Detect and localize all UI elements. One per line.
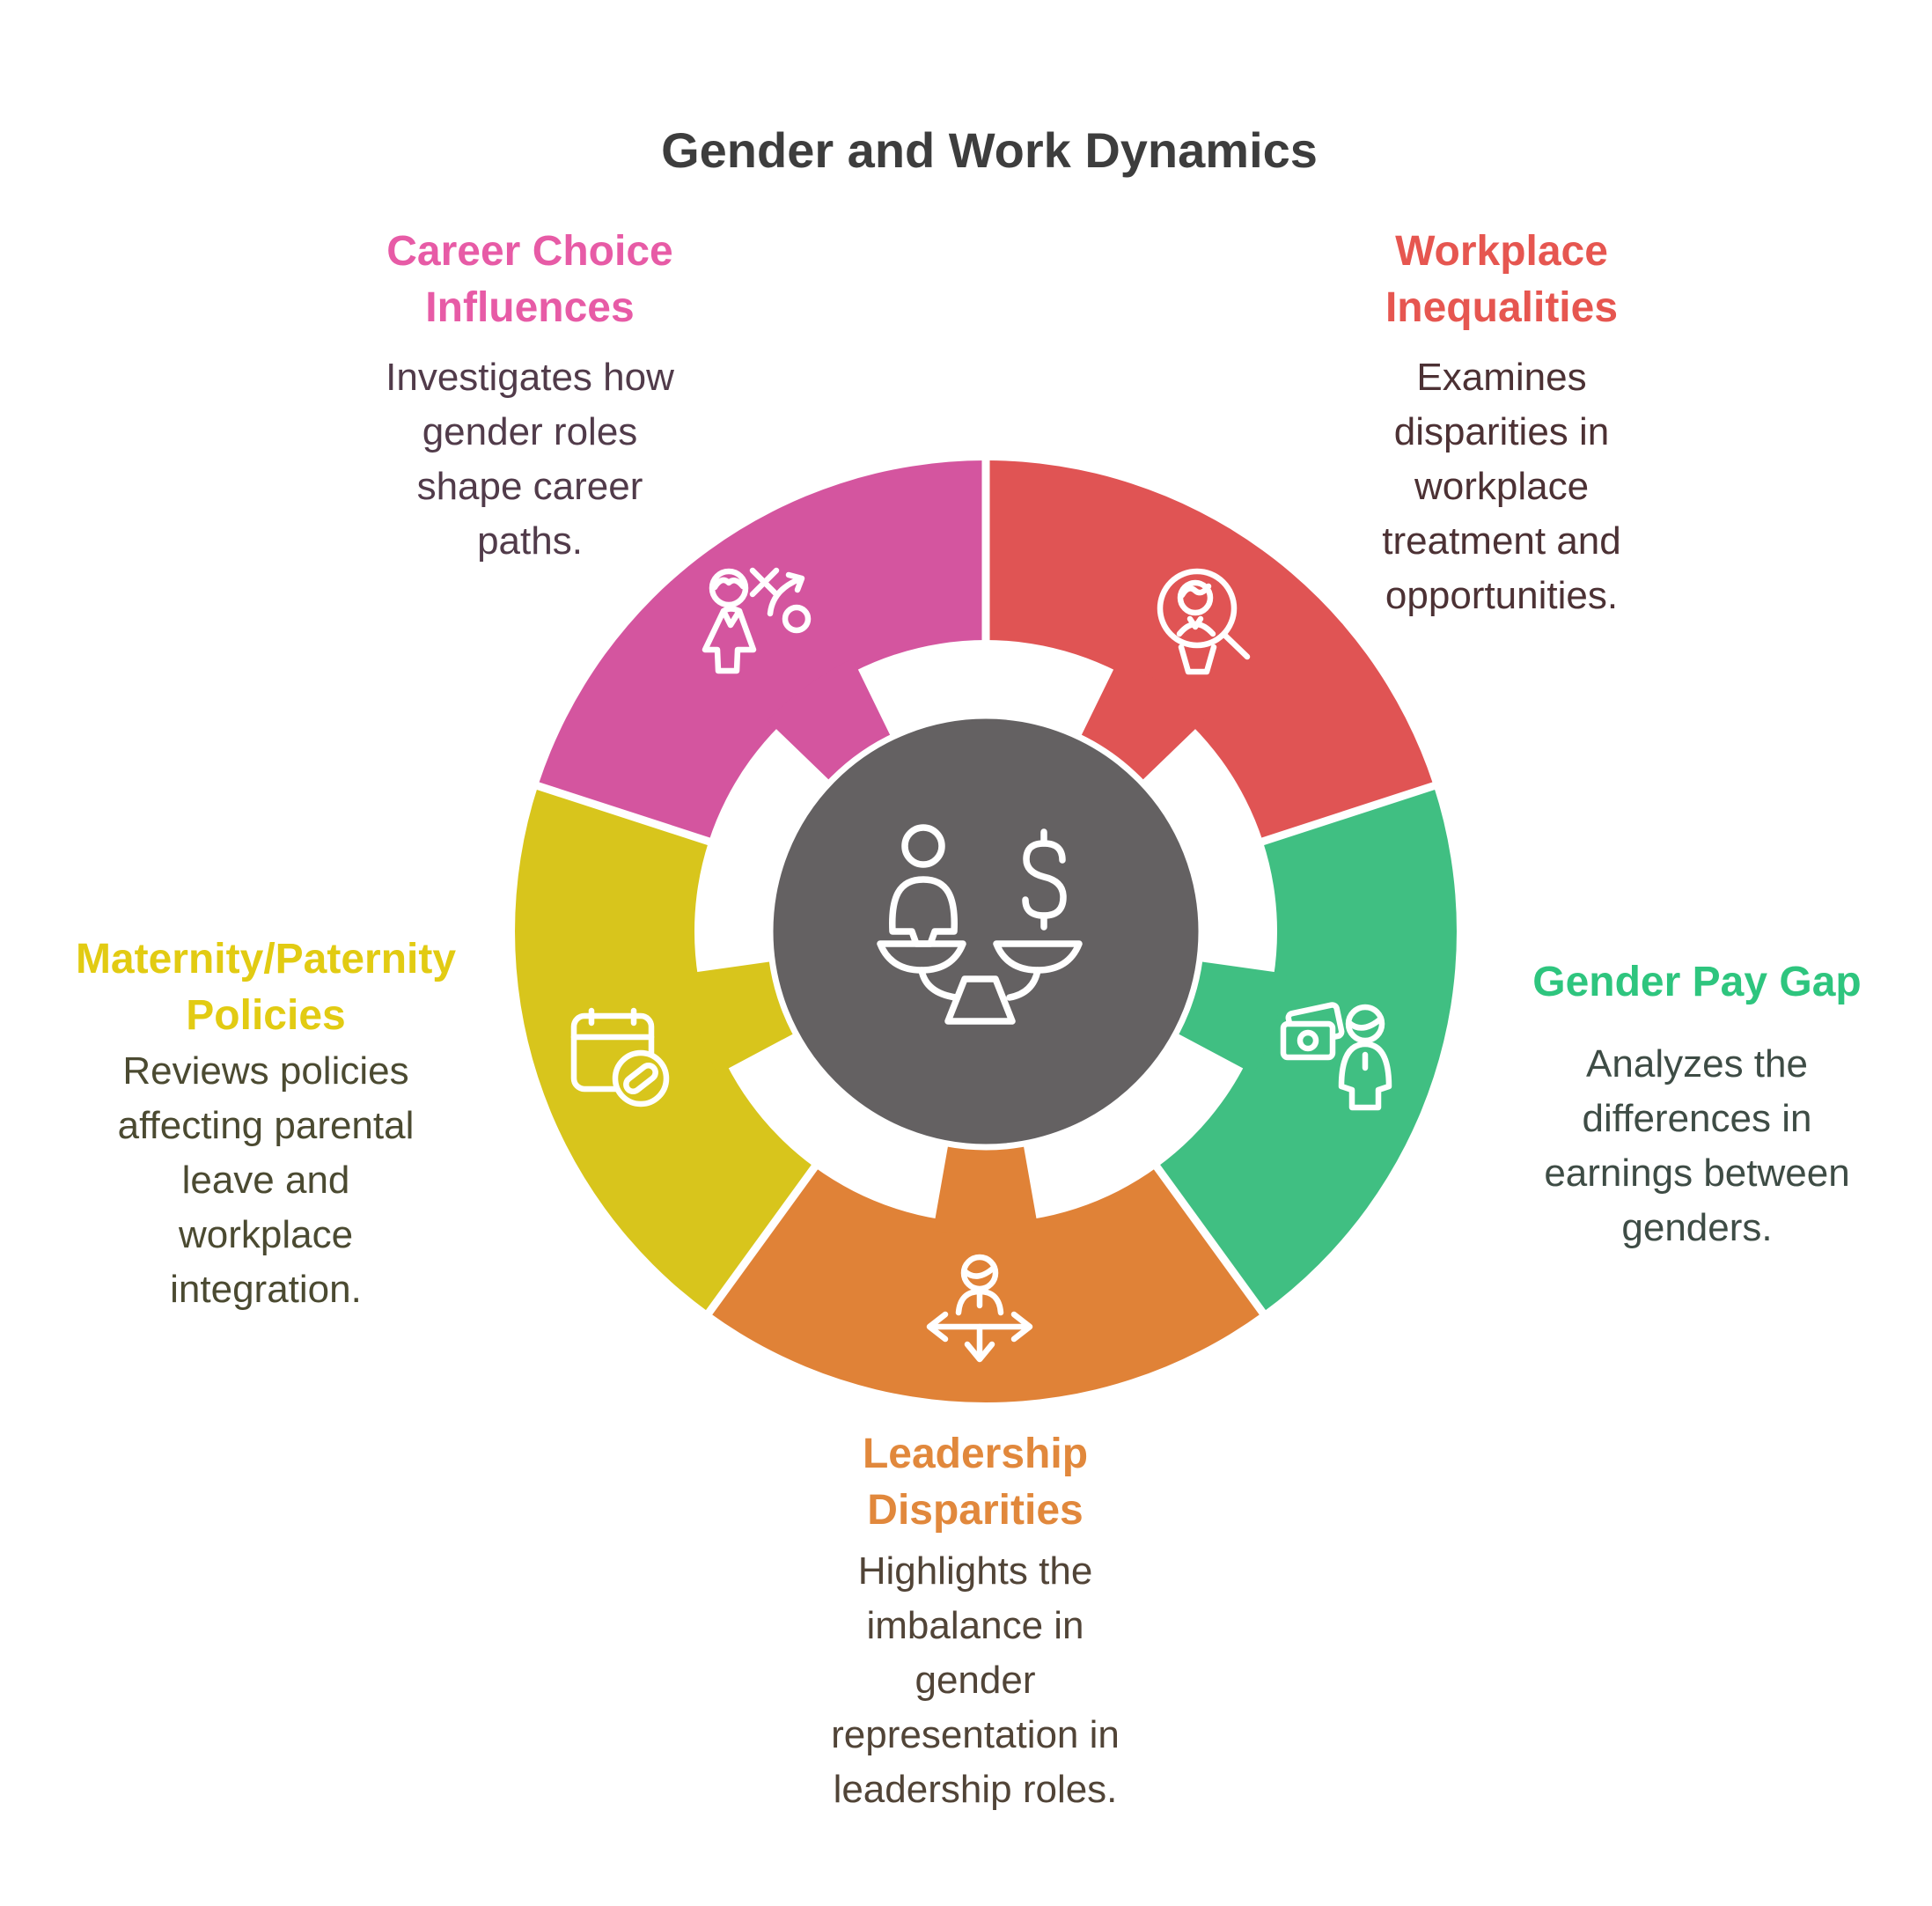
gender-pay-gap-block: Gender Pay Gap Analyzes the differences … xyxy=(1503,954,1891,1255)
calendar-attachment-icon xyxy=(570,1007,670,1108)
spoke-leadership-disparities xyxy=(933,1130,1039,1236)
career-choice-description: Investigates how gender roles shape care… xyxy=(386,356,674,563)
gender-pay-gap-heading: Gender Pay Gap xyxy=(1532,959,1862,1005)
leadership-disparities-block: Leadership Disparities Highlights the im… xyxy=(790,1426,1160,1817)
balance-scale-person-vs-money-icon xyxy=(877,824,1083,1025)
workplace-inequalities-block: Workplace Inequalities Examines disparit… xyxy=(1334,224,1669,623)
career-choice-block: Career Choice Influences Investigates ho… xyxy=(345,224,715,569)
segment-maternity-policies xyxy=(515,785,815,1313)
person-direction-arrows-icon xyxy=(926,1254,1033,1363)
woman-strategy-path-icon xyxy=(702,567,812,674)
career-choice-heading: Career Choice Influences xyxy=(386,228,673,331)
leadership-disparities-description: Highlights the imbalance in gender repre… xyxy=(831,1549,1120,1811)
maternity-paternity-block: Maternity/Paternity Policies Reviews pol… xyxy=(37,931,495,1317)
maternity-paternity-description: Reviews policies affecting parental leav… xyxy=(117,1049,415,1311)
workplace-inequalities-description: Examines disparities in workplace treatm… xyxy=(1382,356,1621,617)
leadership-disparities-heading: Leadership Disparities xyxy=(862,1431,1089,1534)
segment-career-choice xyxy=(538,460,986,842)
center-hub xyxy=(767,712,1205,1151)
banknotes-person-icon xyxy=(1280,1002,1392,1111)
person-magnifier-icon xyxy=(1157,568,1251,675)
segment-separators xyxy=(528,452,1443,1322)
maternity-paternity-heading: Maternity/Paternity Policies xyxy=(75,936,457,1039)
page-title: Gender and Work Dynamics xyxy=(661,122,1318,178)
workplace-inequalities-heading: Workplace Inequalities xyxy=(1385,228,1619,331)
gender-pay-gap-description: Analyzes the differences in earnings bet… xyxy=(1544,1042,1850,1249)
